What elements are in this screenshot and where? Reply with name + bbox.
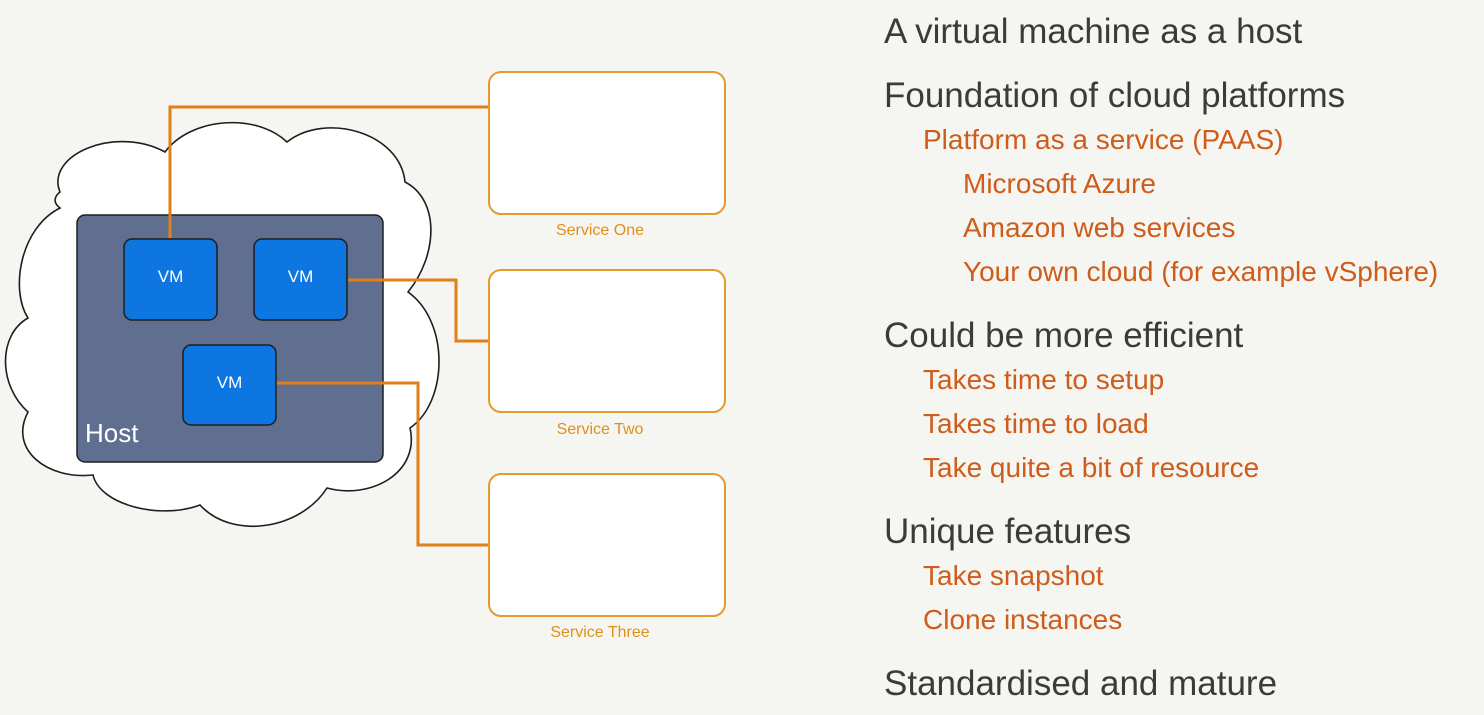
bullet-heading: Could be more efficient: [884, 316, 1244, 355]
bullet-subitem: Platform as a service (PAAS): [923, 124, 1284, 155]
service-one-label: Service One: [556, 222, 644, 239]
bullet-subsubitem: Amazon web services: [963, 212, 1236, 243]
connector-vm3-service-three: [276, 381, 489, 547]
bullet-heading: A virtual machine as a host: [884, 12, 1303, 51]
bullet-subsubitem: Microsoft Azure: [963, 168, 1156, 199]
bullet-list: A virtual machine as a host Foundation o…: [884, 10, 1484, 706]
bullet-subitem: Takes time to setup: [923, 364, 1165, 395]
vm-box: VM: [182, 344, 277, 426]
vm-label: VM: [217, 373, 243, 392]
connector-vm1-service-one: [168, 105, 489, 240]
vm-box: VM: [123, 238, 218, 321]
bullet-subitem: Clone instances: [923, 604, 1123, 635]
vm-label: VM: [288, 267, 314, 286]
architecture-diagram: Host VM VM VM Service One Service Two Se…: [4, 71, 726, 641]
bullet-heading: Standardised and mature: [884, 664, 1278, 703]
vm-box: VM: [253, 238, 348, 321]
vm-label: VM: [158, 267, 184, 286]
bullet-heading: Foundation of cloud platforms: [884, 76, 1346, 115]
service-three-box: [488, 473, 726, 617]
service-one-box: [488, 71, 726, 215]
bullet-heading: Unique features: [884, 512, 1132, 551]
bullet-subsubitem: Your own cloud (for example vSphere): [963, 256, 1439, 287]
bullet-subitem: Take quite a bit of resource: [923, 452, 1260, 483]
bullet-subitem: Take snapshot: [923, 560, 1104, 591]
host-label: Host: [85, 418, 139, 448]
service-three-label: Service Three: [550, 624, 649, 641]
service-two-label: Service Two: [557, 421, 644, 438]
service-two-box: [488, 269, 726, 413]
connector-vm2-service-two: [346, 278, 489, 343]
bullet-subitem: Takes time to load: [923, 408, 1149, 439]
